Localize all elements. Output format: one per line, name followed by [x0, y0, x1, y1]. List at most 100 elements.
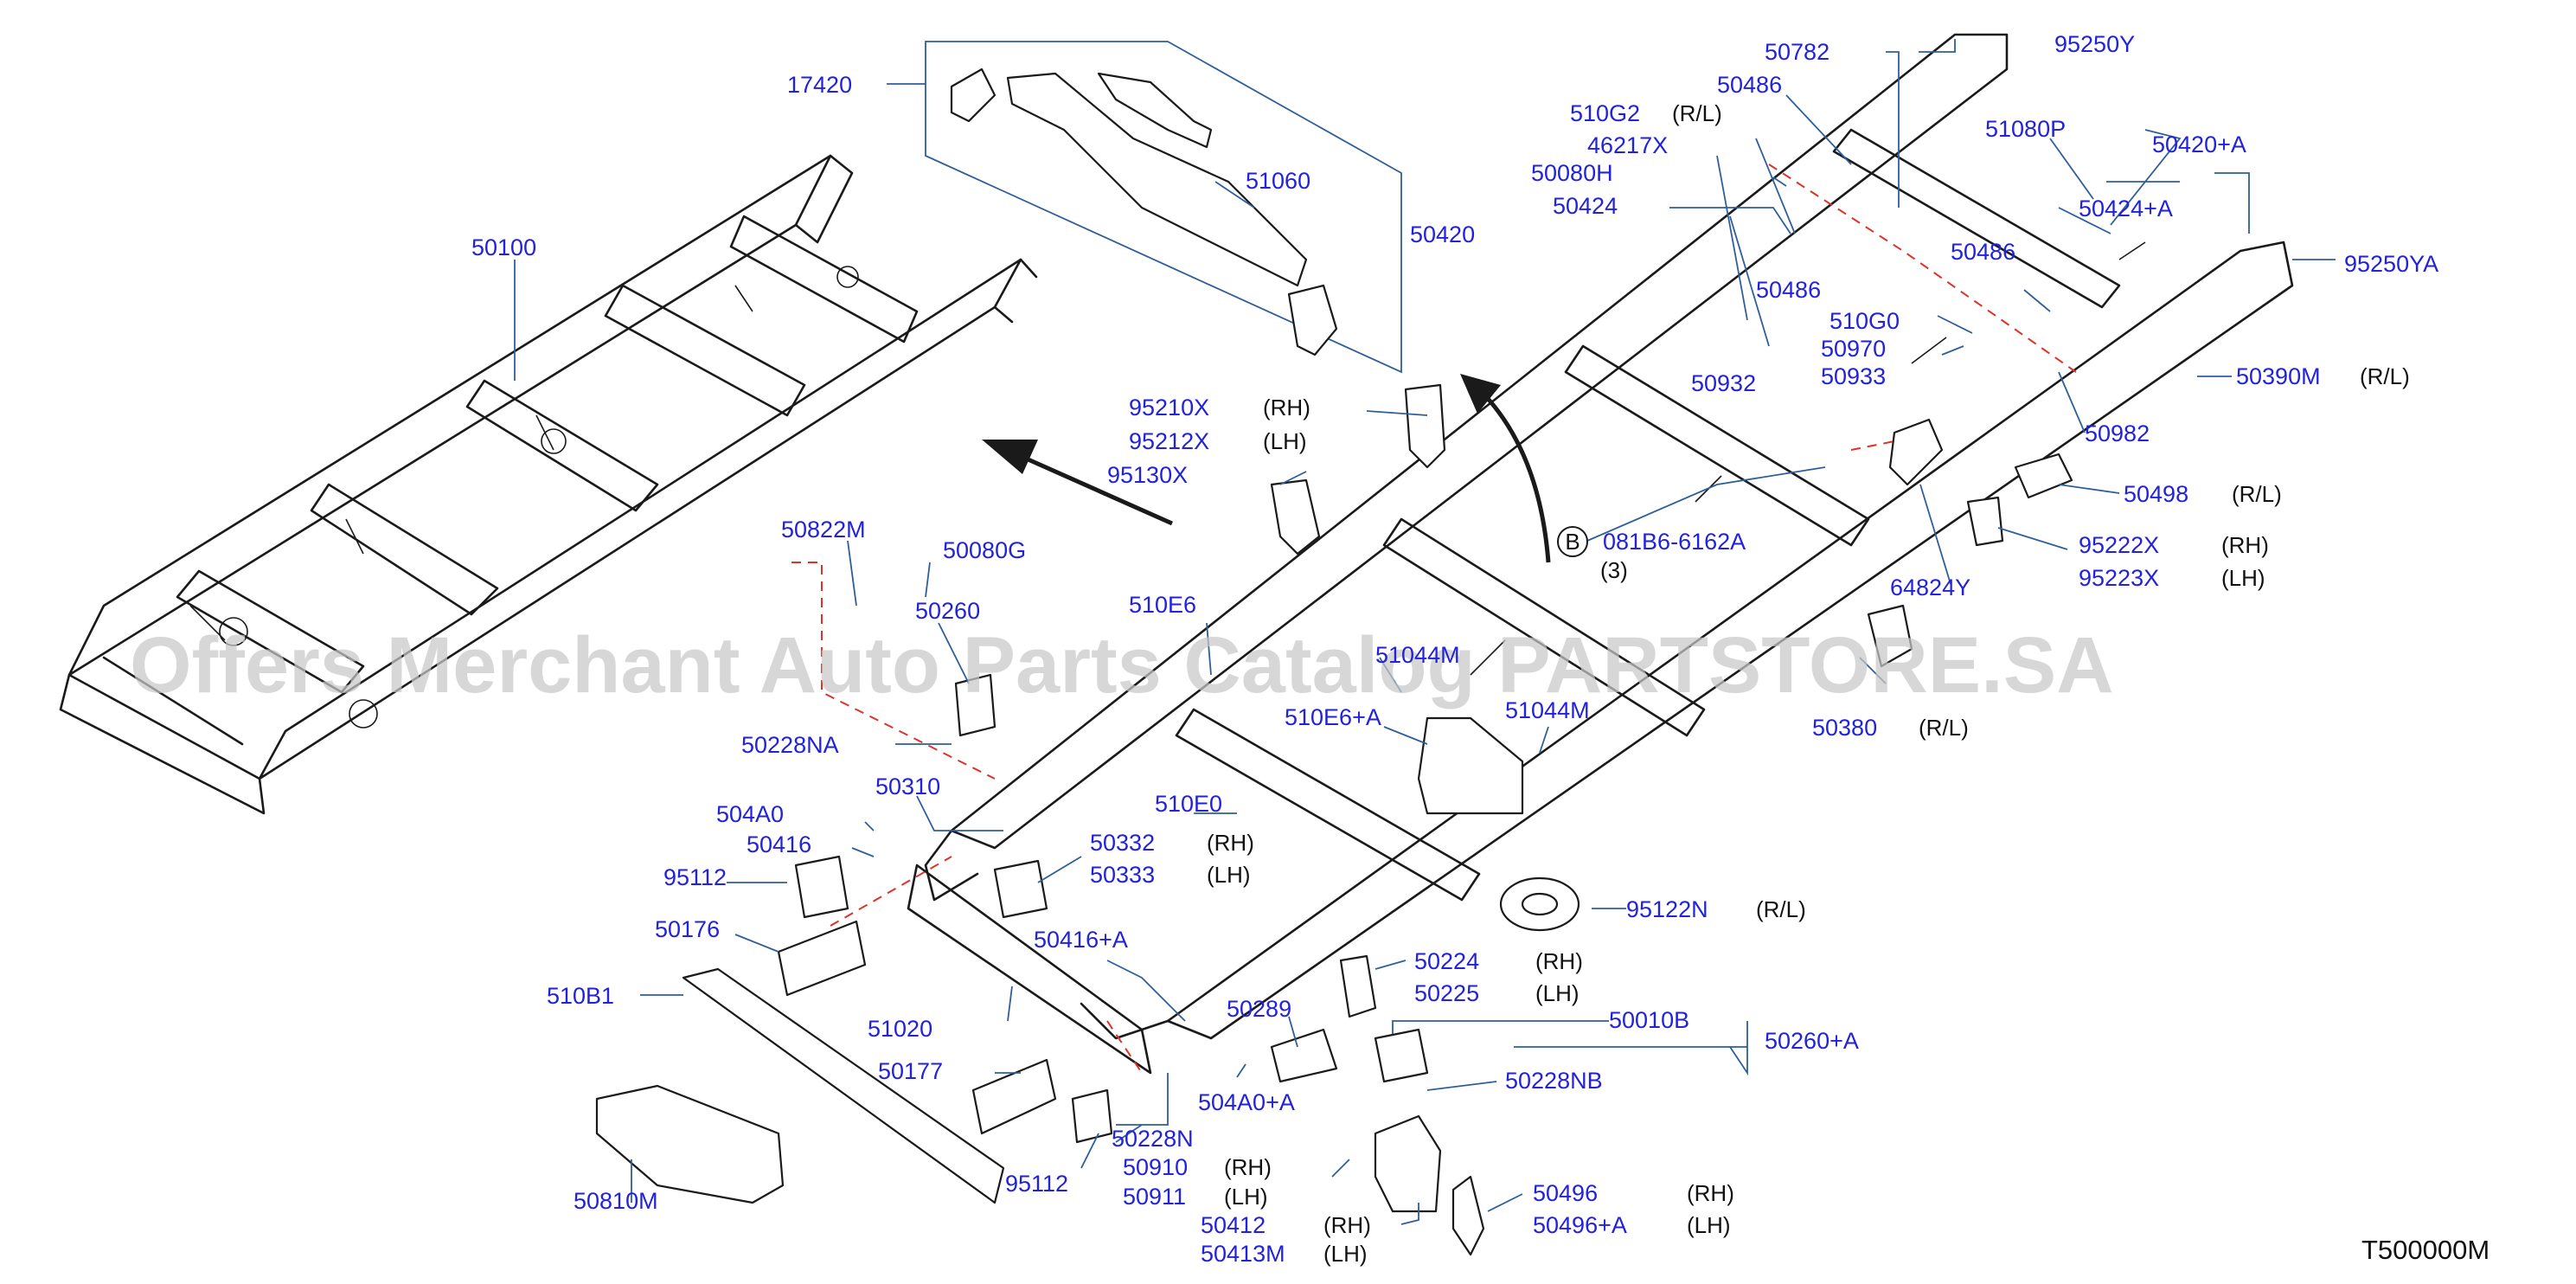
part-50420[interactable]: 50420 [1410, 221, 1475, 247]
part-50224[interactable]: 50224 [1414, 948, 1479, 974]
part-50228na[interactable]: 50228NA [741, 732, 839, 758]
bracket-50498-drawing [2014, 453, 2073, 499]
side-50496: (RH) [1687, 1180, 1734, 1206]
part-51060[interactable]: 51060 [1246, 168, 1310, 194]
part-50486-a[interactable]: 50486 [1717, 72, 1782, 98]
part-50310[interactable]: 50310 [875, 774, 940, 799]
side-50413m: (LH) [1323, 1241, 1368, 1267]
part-50982[interactable]: 50982 [2085, 421, 2150, 446]
part-50424[interactable]: 50424 [1553, 193, 1618, 219]
part-50910[interactable]: 50910 [1123, 1154, 1188, 1180]
bracket-51044m-drawing [1417, 716, 1524, 815]
part-50933[interactable]: 50933 [1821, 363, 1886, 389]
part-95250y[interactable]: 95250Y [2054, 31, 2135, 57]
part-50498[interactable]: 50498 [2124, 481, 2188, 507]
side-50380: (R/L) [1919, 715, 1969, 741]
part-504a0[interactable]: 504A0 [716, 801, 784, 827]
side-50910: (RH) [1224, 1154, 1272, 1180]
side-50332: (RH) [1207, 830, 1254, 856]
part-50486-c[interactable]: 50486 [1756, 277, 1821, 303]
part-95112-b[interactable]: 95112 [1005, 1171, 1068, 1197]
part-50911[interactable]: 50911 [1123, 1184, 1186, 1210]
part-50380[interactable]: 50380 [1812, 715, 1877, 741]
part-95112-a[interactable]: 95112 [663, 864, 727, 890]
bracket-50260-drawing [954, 673, 996, 737]
part-51080p[interactable]: 51080P [1985, 116, 2066, 142]
part-510g0[interactable]: 510G0 [1829, 308, 1900, 334]
bracket-95130x-drawing [1270, 478, 1321, 555]
part-50010b[interactable]: 50010B [1609, 1007, 1689, 1033]
part-50176[interactable]: 50176 [655, 916, 720, 942]
part-50228n[interactable]: 50228N [1112, 1126, 1194, 1152]
view-b-arrow [1460, 374, 1551, 563]
gusset-50496-drawing [1451, 1175, 1485, 1256]
part-50424a[interactable]: 50424+A [2079, 196, 2173, 221]
part-50782[interactable]: 50782 [1765, 39, 1829, 65]
part-50080g[interactable]: 50080G [943, 537, 1026, 563]
view-b-callout: B [1557, 526, 1588, 557]
part-50416a[interactable]: 50416+A [1034, 927, 1128, 953]
part-50390m[interactable]: 50390M [2236, 363, 2321, 389]
part-17420[interactable]: 17420 [787, 72, 852, 98]
part-95122n[interactable]: 95122N [1626, 896, 1708, 922]
part-50228nb[interactable]: 50228NB [1505, 1068, 1603, 1094]
side-50412: (RH) [1323, 1212, 1371, 1238]
assembly-dashed-lines [791, 164, 2077, 1074]
part-64824y[interactable]: 64824Y [1890, 575, 1970, 600]
part-50225[interactable]: 50225 [1414, 980, 1479, 1006]
part-95222x[interactable]: 95222X [2079, 532, 2159, 558]
part-504a0a[interactable]: 504A0+A [1198, 1089, 1295, 1115]
part-50332[interactable]: 50332 [1090, 830, 1155, 856]
part-50420a[interactable]: 50420+A [2152, 132, 2246, 157]
part-50413m[interactable]: 50413M [1201, 1241, 1285, 1267]
part-46217x[interactable]: 46217X [1587, 132, 1668, 158]
part-50260a[interactable]: 50260+A [1765, 1028, 1859, 1054]
part-50100[interactable]: 50100 [471, 234, 536, 260]
part-95210x[interactable]: 95210X [1129, 395, 1209, 421]
part-081b6-6162a[interactable]: 081B6-6162A [1603, 529, 1746, 555]
part-51044m[interactable]: 51044M [1505, 697, 1590, 723]
side-50390m: (R/L) [2360, 363, 2410, 389]
side-95212x: (LH) [1263, 428, 1307, 454]
part-510e6[interactable]: 510E6 [1129, 592, 1196, 618]
part-510e0[interactable]: 510E0 [1155, 791, 1222, 817]
part-50496a[interactable]: 50496+A [1533, 1212, 1627, 1238]
part-50177[interactable]: 50177 [878, 1058, 943, 1084]
part-50416[interactable]: 50416 [747, 831, 811, 857]
part-510b1[interactable]: 510B1 [547, 983, 614, 1009]
inset-detail-box [925, 41, 1402, 374]
part-50486-b[interactable]: 50486 [1951, 239, 2015, 265]
part-50932[interactable]: 50932 [1691, 370, 1756, 396]
side-50333: (LH) [1207, 862, 1251, 888]
side-95223x: (LH) [2221, 565, 2265, 591]
watermark-text: Offers Merchant Auto Parts Catalog PARTS… [130, 621, 2114, 709]
part-50810m[interactable]: 50810M [574, 1188, 658, 1214]
part-51044m-top[interactable]: 51044M [1375, 642, 1460, 668]
part-51020[interactable]: 51020 [868, 1016, 932, 1042]
side-510g2: (R/L) [1672, 100, 1722, 126]
part-510g2[interactable]: 510G2 [1570, 100, 1640, 126]
part-50496[interactable]: 50496 [1533, 1180, 1598, 1206]
bracket-50289-drawing [1270, 1028, 1338, 1083]
bracket-95112-bottom-drawing [1071, 1088, 1113, 1144]
part-95223x[interactable]: 95223X [2079, 565, 2159, 591]
part-95250ya[interactable]: 95250YA [2344, 251, 2438, 277]
part-50080h[interactable]: 50080H [1531, 160, 1613, 186]
part-50822m[interactable]: 50822M [781, 517, 866, 542]
part-50970[interactable]: 50970 [1821, 336, 1886, 362]
bracket-50224-drawing [1339, 954, 1377, 1018]
side-95222x: (RH) [2221, 532, 2269, 558]
part-labels[interactable]: 17420 51060 50100 50420 50782 95250Y 504… [471, 31, 2438, 1267]
part-50260[interactable]: 50260 [915, 598, 980, 624]
part-95130x[interactable]: 95130X [1107, 462, 1188, 488]
part-50289[interactable]: 50289 [1227, 996, 1291, 1022]
part-50333[interactable]: 50333 [1090, 862, 1155, 888]
part-50412[interactable]: 50412 [1201, 1212, 1266, 1238]
part-510e6a[interactable]: 510E6+A [1285, 704, 1381, 730]
part-95212x[interactable]: 95212X [1129, 428, 1209, 454]
bracket-95210x-drawing [1404, 383, 1446, 469]
bracket-50177-drawing [971, 1058, 1057, 1135]
side-50498: (R/L) [2232, 481, 2282, 507]
mount-50412-drawing [1374, 1114, 1442, 1213]
mount-50380-drawing [1867, 604, 1913, 668]
